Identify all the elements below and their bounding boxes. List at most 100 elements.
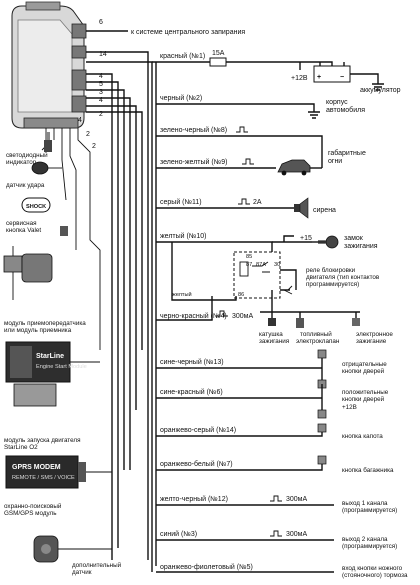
orange-grey-label: оранжево-серый (№14): [160, 426, 236, 434]
connector-3-label: 3: [99, 89, 103, 96]
extra-sensor-icon: [33, 535, 113, 563]
black-red-current-label: 300мА: [232, 313, 253, 320]
pos-doors-label-3: +12В: [342, 404, 357, 411]
out1-label-2: (программируется): [342, 507, 397, 514]
ecu-label-1: электронное: [356, 331, 393, 338]
start-module-icon: [5, 341, 100, 407]
connector-5-label: 5: [99, 81, 103, 88]
svg-text:+: +: [317, 74, 321, 81]
relay-85: 85: [246, 254, 252, 260]
connector-14-label: 14: [99, 51, 107, 58]
connector-2c-label: 2: [92, 143, 96, 150]
relay-yellow-label: желтый: [172, 291, 192, 298]
connector-2b-label: 2: [86, 131, 90, 138]
grey-wire-label: серый (№11): [160, 198, 202, 206]
shock-sensor-label: датчик удара: [6, 182, 45, 189]
hood-label: кнопка капота: [342, 433, 383, 440]
parking-label-1: вход кнопки ножного: [342, 565, 403, 572]
pos-doors-label-1: положительные: [342, 389, 389, 396]
parking-label-2: (стояночного) тормоза: [342, 572, 408, 579]
relay-87a: 87A: [256, 262, 266, 268]
body-label-2: автомобиля: [326, 106, 365, 114]
shock-sensor-icon: [31, 161, 62, 175]
fuse-label: 15A: [212, 50, 225, 57]
black-red-wire: [156, 304, 213, 321]
relay-86: 86: [238, 292, 244, 298]
blue-red-wire: [156, 384, 323, 410]
ecu-label-2: зажигание: [356, 338, 387, 345]
lights-label-1: габаритные: [328, 149, 366, 157]
out1-label-1: выход 1 канала: [342, 500, 388, 507]
coil-label-1: катушка: [259, 331, 283, 338]
lights-label-2: огни: [328, 158, 342, 165]
connector-6-label: 6: [99, 19, 103, 26]
valet-button-icon: [60, 226, 68, 236]
yellow-wire-label: желтый (№10): [160, 232, 206, 240]
transceiver-label-1: модуль приемопередатчика: [4, 320, 86, 327]
neg-doors-label-1: отрицательные: [342, 361, 387, 368]
gsm-label-1: охранно-поисковый: [4, 502, 62, 510]
green-black-wire: [156, 135, 323, 168]
car-lights-icon: [277, 159, 311, 176]
central-lock-label: к системе центрального запирания: [131, 29, 245, 36]
fuel-label-2: электроклапан: [296, 338, 340, 345]
green-black-label: зелено-черный (№8): [160, 126, 227, 134]
extra-sensor-label-2: датчик: [72, 569, 92, 576]
body-label-1: корпус: [326, 99, 348, 106]
starline-brand-label: StarLine: [36, 353, 64, 360]
connector-2-label: 2: [99, 111, 103, 118]
alarm-main-unit: [11, 1, 87, 129]
relay-87: 87: [246, 262, 252, 268]
starline-sub-label: Engine Start Module: [36, 364, 87, 370]
siren-label: сирена: [313, 207, 336, 214]
led-label-1: светодиодный: [6, 151, 48, 159]
out2-label-2: (программируется): [342, 543, 397, 550]
valet-label-1: сервисная: [6, 220, 37, 227]
blue-current-label: 300мА: [286, 531, 307, 538]
red-wire-label: красный (№1): [160, 52, 205, 60]
blue-black-wire: [156, 356, 323, 380]
black-wire: [156, 103, 320, 119]
blocking-label-1: реле блокировки: [306, 266, 356, 274]
black-red-label: черно-красный (№4): [160, 312, 227, 320]
transceiver-icon: [3, 246, 53, 300]
fuel-label-1: топливный: [300, 330, 332, 338]
green-yellow-label: зелено-желтый (№9): [160, 158, 227, 166]
orange-violet-label: оранжево-фиолетовый (№5): [160, 563, 253, 571]
plus12-label: +12В: [291, 75, 308, 82]
shock-chip-icon: [21, 197, 51, 213]
connector-4-label: 4: [99, 73, 103, 80]
blue-black-label: сине-черный (№13): [160, 358, 224, 366]
blocking-label-3: программируется): [306, 281, 359, 288]
connector-4b-label: 4: [99, 97, 103, 104]
out2-label-1: выход 2 канала: [342, 536, 388, 543]
led-indicator-icon: [44, 132, 52, 152]
coil-label-2: зажигания: [259, 338, 289, 345]
trunk-label: кнопка багажника: [342, 466, 394, 474]
led-label-2: индикатор: [6, 159, 37, 166]
gprs-modem-icon: [5, 455, 112, 489]
extra-sensor-label-1: дополнительный: [72, 561, 122, 569]
ignition-lock-label-2: зажигания: [344, 243, 378, 250]
battery-label: аккумулятор: [360, 87, 401, 94]
yellow-black-current-label: 300мА: [286, 496, 307, 503]
transceiver-label-2: или модуль приемника: [4, 327, 72, 334]
shock-chip-label: SHOCK: [26, 204, 46, 210]
neg-doors-label-2: кнопки дверей: [342, 367, 385, 375]
red-wire-group: + −: [152, 57, 384, 91]
start-module-label-2: StarLine O2: [4, 444, 38, 451]
gprs-sub-label: REMOTE / SMS / VOICE: [12, 475, 75, 481]
gsm-label-2: GSM/GPS модуль: [4, 510, 57, 517]
connector-4c-label: 4: [78, 117, 82, 124]
orange-white-wire: [156, 462, 323, 471]
grey-current-label: 2A: [253, 199, 262, 206]
blue-red-label: сине-красный (№6): [160, 388, 223, 396]
relay-30: 30: [274, 262, 280, 268]
siren-icon: [294, 197, 309, 219]
svg-text:−: −: [340, 74, 344, 81]
pos-door-switch-icon: [317, 409, 327, 419]
plus15-label: +15: [300, 235, 312, 242]
valet-label-2: кнопка Valet: [6, 227, 41, 234]
blocking-label-2: двигателя (тип контактов: [306, 274, 380, 281]
